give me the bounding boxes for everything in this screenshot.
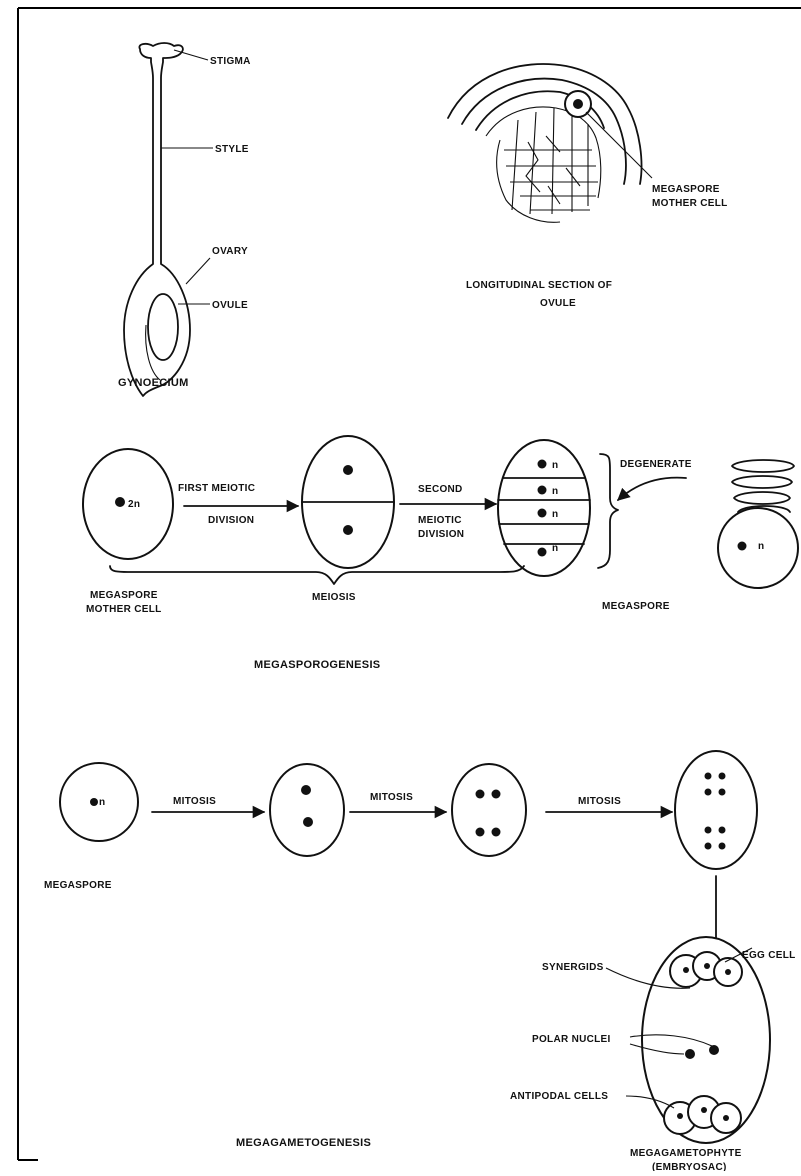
haploid-label-1: n: [552, 460, 558, 471]
mother-cell-label-1: MEGASPORE: [90, 590, 158, 601]
first-meiotic-label-1: FIRST MEIOTIC: [178, 483, 255, 494]
haploid-label-4: n: [552, 543, 558, 554]
polar-nuclei-label: POLAR NUCLEI: [532, 1034, 611, 1045]
antipodal-cells-label: ANTIPODAL CELLS: [510, 1091, 608, 1102]
megagametophyte-label-2: (EMBRYOSAC): [652, 1162, 727, 1171]
megaspore-label-2: MEGASPORE: [44, 880, 112, 891]
megagametophyte-label-1: MEGAGAMETOPHYTE: [630, 1148, 742, 1159]
megasporogenesis-title: MEGASPOROGENESIS: [254, 659, 380, 671]
mitosis-label-2: MITOSIS: [370, 792, 413, 803]
second-meiotic-label-1: SECOND: [418, 484, 463, 495]
haploid-label-3: n: [552, 509, 558, 520]
style-label: STYLE: [215, 144, 249, 155]
ovule-label: OVULE: [212, 300, 248, 311]
second-meiotic-label-3: DIVISION: [418, 529, 464, 540]
mitosis-label-3: MITOSIS: [578, 796, 621, 807]
egg-cell-label: EGG CELL: [742, 950, 796, 961]
haploid-label-2: n: [552, 486, 558, 497]
megaspore-haploid: n: [99, 797, 105, 808]
megaspore-mother-cell-label-1: MEGASPORE: [652, 184, 720, 195]
mitosis-label-1: MITOSIS: [173, 796, 216, 807]
gynoecium-title: GYNOECIUM: [118, 377, 189, 389]
synergids-label: SYNERGIDS: [542, 962, 604, 973]
megagametogenesis-title: MEGAGAMETOGENESIS: [236, 1137, 371, 1149]
second-meiotic-label-2: MEIOTIC: [418, 515, 462, 526]
ovary-label: OVARY: [212, 246, 248, 257]
gynoecium-drawing: [124, 43, 213, 396]
mother-cell-label-2: MOTHER CELL: [86, 604, 162, 615]
meiosis-label: MEIOSIS: [312, 592, 356, 603]
ovule-section-title-2: OVULE: [540, 298, 576, 309]
ovule-section-drawing: [448, 64, 652, 222]
megaspore-mother-cell-label-2: MOTHER CELL: [652, 198, 728, 209]
megaspore-ploidy: n: [758, 541, 764, 552]
megagametogenesis-drawing: [60, 751, 770, 1143]
stigma-label: STIGMA: [210, 56, 251, 67]
degenerate-label: DEGENERATE: [620, 459, 692, 470]
ovule-section-title-1: LONGITUDINAL SECTION OF: [466, 280, 612, 291]
mother-cell-ploidy: 2n: [128, 499, 140, 510]
megaspore-label: MEGASPORE: [602, 601, 670, 612]
first-meiotic-label-2: DIVISION: [208, 515, 254, 526]
